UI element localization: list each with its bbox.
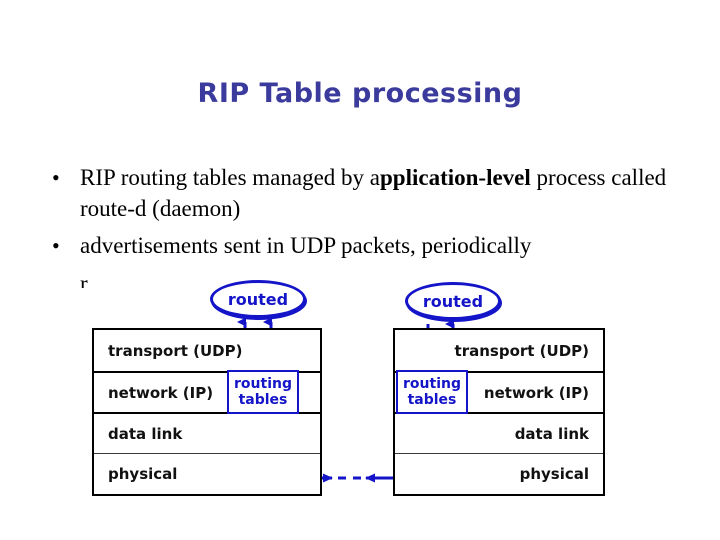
- layer-row: transport (UDP): [395, 330, 603, 371]
- bullet-1-line1-bold: pplication-level: [380, 165, 531, 190]
- bullet-marker-icon: •: [52, 165, 60, 190]
- layer-label-data-link: data link: [108, 424, 183, 443]
- routed-daemon-left: routed: [210, 280, 306, 318]
- page-title: RIP Table processing: [197, 78, 523, 109]
- layer-row: network (IP): [94, 371, 320, 412]
- routing-tables-line1: routing: [403, 376, 461, 392]
- routing-tables-line2: tables: [407, 392, 457, 408]
- bullet-1-line2: process called route-d (daemon): [80, 165, 667, 221]
- bullet-item-2: • advertisements sent in UDP packets, pe…: [52, 230, 672, 261]
- bullet-marker-icon: •: [52, 233, 60, 258]
- layer-row: physical: [94, 453, 320, 494]
- layer-row: data link: [94, 412, 320, 453]
- layer-row: transport (UDP): [94, 330, 320, 371]
- layer-label-transport-udp: transport (UDP): [108, 341, 243, 360]
- routed-daemon-right: routed: [405, 282, 501, 320]
- layer-label-network-ip: network (IP): [108, 383, 214, 402]
- bullet-item-3-occluded: r: [80, 271, 88, 292]
- layer-label-network-ip: network (IP): [483, 383, 589, 402]
- routing-tables-line1: routing: [234, 376, 292, 392]
- routing-tables-box-right: routing tables: [396, 370, 468, 414]
- bullet-1-line1-normal: RIP routing tables managed by a: [80, 165, 380, 190]
- layer-row: physical: [395, 453, 603, 494]
- routing-tables-box-left: routing tables: [227, 370, 299, 414]
- layer-row: data link: [395, 412, 603, 453]
- layer-label-physical: physical: [519, 465, 589, 483]
- layer-label-physical: physical: [108, 465, 178, 483]
- layer-row: network (IP): [395, 371, 603, 412]
- bullet-item-1-text: RIP routing tables managed by applicatio…: [80, 162, 672, 224]
- bullet-item-1: • RIP routing tables managed by applicat…: [52, 162, 672, 224]
- layer-label-data-link: data link: [514, 424, 589, 443]
- rip-routed-diagram: transport (UDP) network (IP) data link p…: [80, 272, 620, 512]
- layer-label-transport-udp: transport (UDP): [454, 341, 589, 360]
- bullet-item-2-text: advertisements sent in UDP packets, peri…: [80, 233, 532, 258]
- bullet-list: • RIP routing tables managed by applicat…: [52, 162, 672, 261]
- routing-tables-line2: tables: [238, 392, 288, 408]
